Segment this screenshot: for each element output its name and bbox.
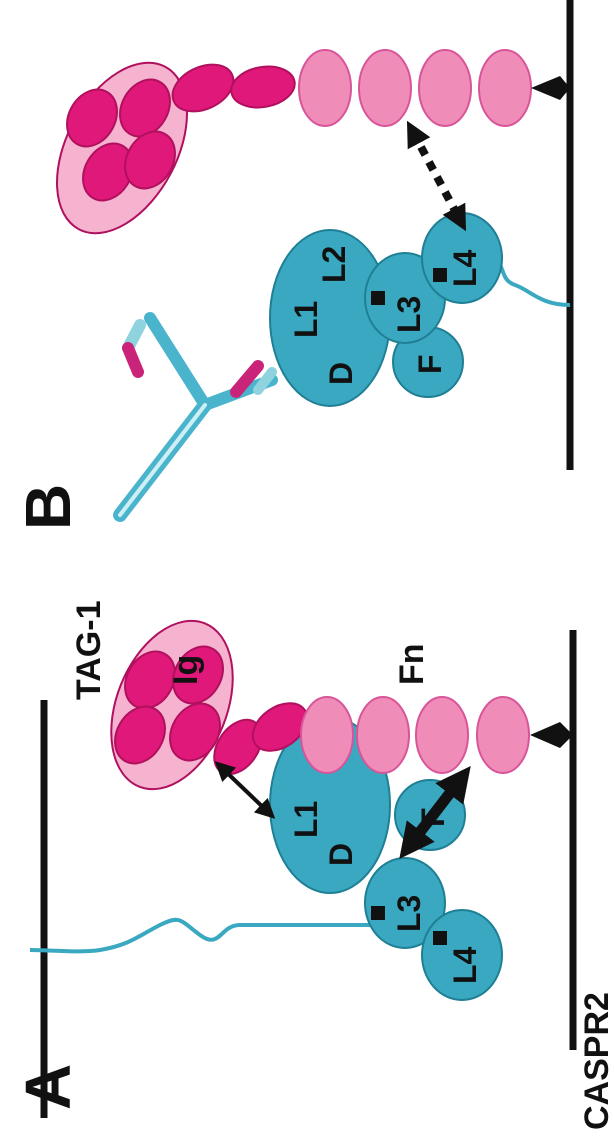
ig-label: Ig xyxy=(167,655,205,685)
tag1-ig6-a xyxy=(251,702,309,752)
tag1-fn1-a xyxy=(300,696,354,774)
domain-l3-label-b: L3 xyxy=(391,296,427,333)
tag1-fn2-a xyxy=(356,696,410,774)
tag1-ig2-b xyxy=(82,142,134,202)
tag1-fn3-a xyxy=(415,696,469,774)
tag1-ig4-b xyxy=(124,130,176,190)
panel-a-label: A xyxy=(12,1064,84,1110)
tag1-fn4-a xyxy=(476,696,530,774)
domain-l3-label-a: L3 xyxy=(391,895,427,932)
domain-l1-label-b: L1 xyxy=(288,301,324,338)
fn-label: Fn xyxy=(393,643,431,685)
domain-d-label-a: D xyxy=(323,843,359,866)
tag1-ig1-a xyxy=(124,650,176,710)
tag1-ig6-b xyxy=(230,65,296,109)
disulfide-2-b xyxy=(433,268,447,282)
caspr2-label: CASPR2 xyxy=(578,992,614,1130)
domain-l4-label-a: L4 xyxy=(447,946,483,984)
tag1-ig1-b xyxy=(66,88,118,148)
fn-caspr2-arrow-a xyxy=(399,766,471,859)
tag1-ig2-a xyxy=(172,645,224,705)
tag1-fn4-b xyxy=(478,49,532,127)
fn-caspr2-dashed-arrow-b xyxy=(406,120,467,232)
caspr2-linker-a xyxy=(29,917,386,954)
tag1-ig3-a xyxy=(114,705,166,765)
domain-l1-label-a: L1 xyxy=(288,801,324,838)
tag1-ig4-a xyxy=(169,702,221,762)
tag1-ig5-b xyxy=(171,63,235,113)
tag1-gpi-anchor-b xyxy=(531,76,570,100)
disulfide-1-b xyxy=(371,291,385,305)
domain-l2-label-b: L2 xyxy=(316,246,352,283)
domain-d-label-b: D xyxy=(323,362,359,385)
panel-b-label: B xyxy=(12,484,84,530)
disulfide-1-a xyxy=(371,906,385,920)
ig-caspr2-arrow-a xyxy=(214,761,276,819)
tag1-label: TAG-1 xyxy=(70,601,108,700)
panel-a: A D L1 L2 L3 L4 F xyxy=(12,601,614,1130)
antibody-illustration xyxy=(96,290,278,530)
tag1-fn2-b xyxy=(358,49,412,127)
domain-f-label-b: F xyxy=(412,354,448,374)
domain-l4-label-b: L4 xyxy=(447,249,483,287)
tag1-ig3-b xyxy=(119,78,171,138)
tag1-gpi-anchor-a xyxy=(530,722,573,748)
tag1-fn3-b xyxy=(418,49,472,127)
panel-b: B D L1 L2 L3 L4 F xyxy=(12,0,574,530)
tag1-fn1-b xyxy=(298,49,352,127)
disulfide-2-a xyxy=(433,931,447,945)
